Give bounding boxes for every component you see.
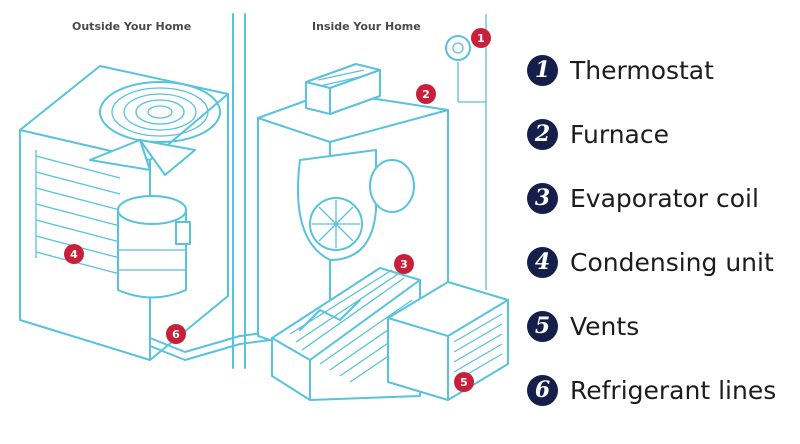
svg-text:5: 5 — [460, 376, 468, 389]
legend-label: Condensing unit — [570, 247, 774, 277]
marker-6: 6 — [166, 324, 186, 344]
legend-badge: 3 — [527, 182, 558, 214]
thermostat-drawing — [445, 35, 471, 61]
svg-text:4: 4 — [70, 248, 78, 261]
legend-label: Vents — [570, 311, 640, 341]
inside-zone-label: Inside Your Home — [312, 20, 421, 33]
svg-text:1: 1 — [477, 32, 485, 45]
legend-item-evaporator-coil: 3 Evaporator coil — [527, 166, 797, 230]
vent-drawing — [387, 281, 509, 401]
legend-badge: 2 — [527, 118, 558, 150]
thermostat-wire — [457, 14, 487, 103]
marker-3: 3 — [394, 254, 414, 274]
legend-item-thermostat: 1 Thermostat — [527, 38, 797, 102]
outside-zone-label: Outside Your Home — [72, 20, 192, 33]
legend-badge: 6 — [527, 374, 558, 406]
condensing-unit-drawing — [19, 65, 229, 361]
legend-label: Evaporator coil — [570, 183, 759, 213]
legend-badge: 1 — [527, 54, 558, 86]
marker-1: 1 — [471, 28, 491, 48]
svg-text:3: 3 — [400, 258, 408, 271]
marker-5: 5 — [454, 372, 474, 392]
svg-text:6: 6 — [172, 328, 180, 341]
hvac-illustration: 1 2 3 4 5 6 — [19, 13, 509, 401]
legend-item-condensing-unit: 4 Condensing unit — [527, 230, 797, 294]
legend-item-refrigerant-lines: 6 Refrigerant lines — [527, 358, 797, 422]
legend-label: Thermostat — [570, 55, 714, 85]
legend-badge: 4 — [527, 246, 558, 278]
legend-label: Furnace — [570, 119, 669, 149]
legend-item-vents: 5 Vents — [527, 294, 797, 358]
marker-2: 2 — [416, 84, 436, 104]
marker-4: 4 — [64, 244, 84, 264]
legend-badge: 5 — [527, 310, 558, 342]
svg-text:2: 2 — [422, 88, 430, 101]
legend-label: Refrigerant lines — [570, 375, 777, 405]
legend-item-furnace: 2 Furnace — [527, 102, 797, 166]
legend: 1 Thermostat 2 Furnace 3 Evaporator coil… — [527, 38, 797, 422]
